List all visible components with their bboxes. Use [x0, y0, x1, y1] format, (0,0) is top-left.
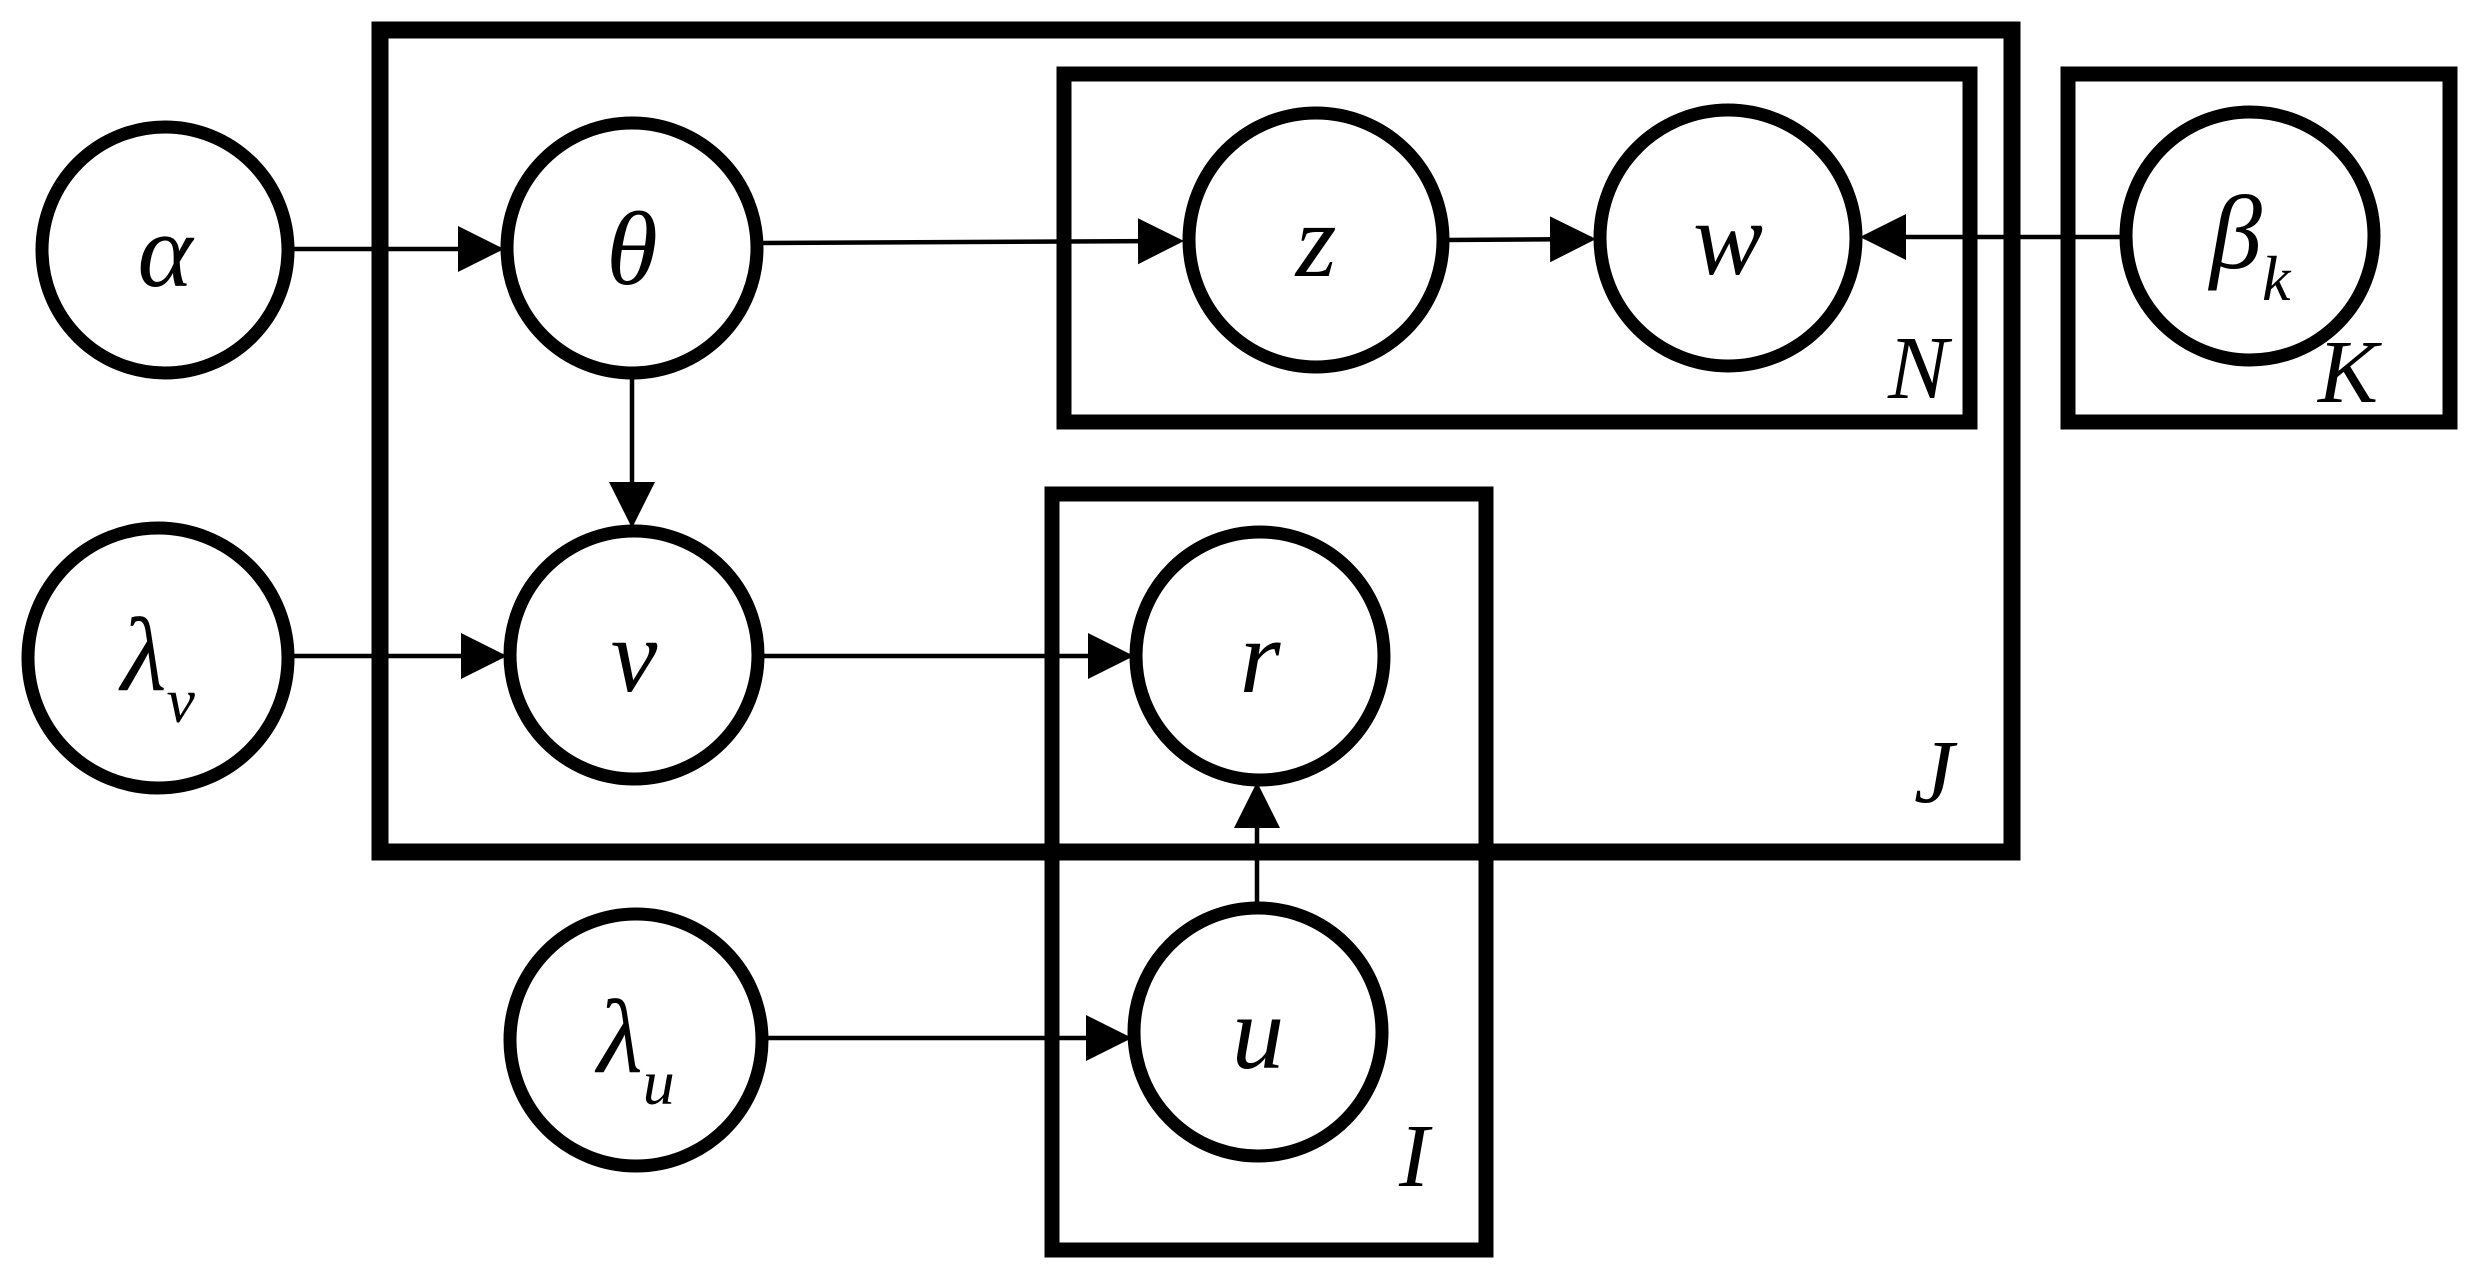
- node-v: [503, 524, 765, 786]
- plate-J: [371, 21, 2021, 861]
- node-label-v: v: [611, 597, 658, 714]
- plate-K: [2060, 66, 2458, 430]
- node-label-lambda-v: λv: [118, 596, 195, 736]
- node-label-beta-k: βk: [2208, 174, 2292, 314]
- node-theta: [500, 116, 764, 380]
- plates: N K J I: [371, 21, 2458, 1258]
- plate-label-I: I: [1398, 1107, 1433, 1206]
- edge-theta-z-arrow: [757, 218, 1184, 265]
- node-label-r: r: [1240, 598, 1282, 715]
- edges: [290, 214, 2126, 1061]
- plate-label-N: N: [1887, 319, 1953, 418]
- node-label-lambda-u: λu: [594, 978, 674, 1118]
- nodes: α θ z w βk λv v r λu u: [21, 103, 2381, 1173]
- node-lambda-u: [503, 907, 769, 1173]
- node-label-z: z: [1294, 182, 1337, 299]
- node-label-theta: θ: [606, 190, 658, 307]
- node-w-observed: [1593, 103, 1863, 373]
- node-z: [1182, 106, 1450, 374]
- node-lambda-v: [21, 521, 295, 795]
- node-label-u: u: [1232, 974, 1285, 1091]
- node-alpha: [35, 120, 295, 380]
- node-label-alpha: α: [137, 192, 194, 309]
- edge-z-w-arrow: [1445, 216, 1596, 263]
- node-r-observed: [1129, 525, 1391, 787]
- plate-N: [1056, 66, 1978, 430]
- node-beta-k: [2119, 105, 2381, 367]
- node-u: [1127, 901, 1389, 1163]
- plate-label-J: J: [1914, 723, 1958, 822]
- node-label-w: w: [1693, 180, 1763, 297]
- plate-I: [1044, 486, 1494, 1258]
